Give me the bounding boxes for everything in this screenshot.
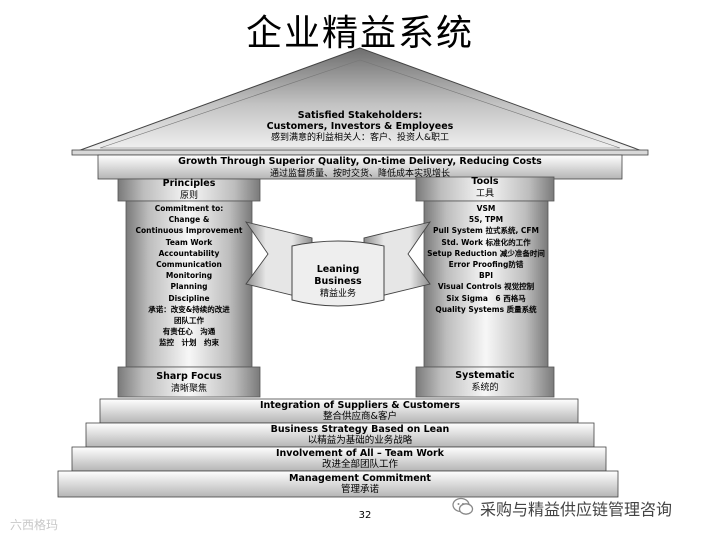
list-item: 承诺：改变&持续的改进	[148, 304, 230, 314]
page-title: 企业精益系统	[245, 13, 474, 54]
right-pillar-capital	[415, 176, 555, 202]
right-pillar-base-text: Systematic 系统的	[416, 370, 554, 394]
center-banner-zh: 精益业务	[319, 289, 356, 299]
banner-center	[291, 240, 385, 307]
roof-text: Satisfied Stakeholders: Customers, Inves…	[200, 110, 520, 144]
right-pillar-heading-zh: 工具	[475, 189, 494, 199]
list-item: Visual Controls 视觉控制	[437, 282, 535, 292]
left-pillar-base-en: Sharp Focus	[156, 371, 222, 382]
list-item: Planning	[170, 282, 208, 292]
list-item: 5S, TPM	[468, 215, 504, 225]
right-pillar-shaft	[423, 200, 549, 368]
watermark-left: 六西格玛	[10, 518, 59, 532]
right-pillar-heading-en: Tools	[471, 176, 499, 187]
list-item: Accountability	[158, 248, 220, 258]
list-item: Six Sigma 6 西格马	[446, 293, 526, 303]
list-item: Setup Reduction 减少准备时间	[427, 248, 545, 258]
step-4: Management Commitment 管理承诺	[0, 473, 720, 495]
beam-text-en: Growth Through Superior Quality, On-time…	[178, 156, 542, 167]
beam-text: Growth Through Superior Quality, On-time…	[100, 156, 620, 180]
step-1: Integration of Suppliers & Customers 整合供…	[0, 400, 720, 422]
watermark-right: 采购与精益供应链管理咨询	[480, 500, 673, 519]
step-3-en: Involvement of All – Team Work	[275, 448, 444, 459]
roof-text-en: Satisfied Stakeholders: Customers, Inves…	[266, 110, 454, 132]
left-pillar-heading-en: Principles	[162, 178, 216, 189]
step-4-en: Management Commitment	[289, 473, 431, 484]
page-number: 32	[358, 510, 372, 521]
list-item: Communication	[156, 260, 222, 270]
list-item: 团队工作	[174, 316, 204, 326]
step-2-en: Business Strategy Based on Lean	[270, 424, 450, 435]
center-banner-text: Leaning Business 精益业务	[292, 264, 384, 300]
list-item: Continuous Improvement	[135, 226, 243, 236]
list-item: Discipline	[168, 293, 210, 303]
list-item: Commitment to:	[154, 204, 224, 213]
beam-text-zh: 通过监督质量、按时交货、降低成本实现增长	[269, 169, 450, 179]
list-item: Team Work	[165, 237, 213, 247]
list-item: Quality Systems 质量系统	[435, 304, 537, 314]
step-1-zh: 整合供应商&客户	[323, 411, 397, 422]
list-item: 监控 计划 约束	[159, 338, 219, 348]
roof-inner	[99, 59, 621, 149]
step-3-zh: 改进全部团队工作	[321, 459, 398, 470]
left-pillar-base-text: Sharp Focus 清晰聚焦	[118, 371, 260, 395]
right-pillar-base-en: Systematic	[455, 370, 515, 381]
roof-text-zh: 感到满意的利益相关人：客户、投资人&职工	[270, 133, 450, 143]
list-item: Error Proofing防错	[448, 260, 524, 270]
list-item: BPI	[478, 271, 493, 281]
step-4-zh: 管理承诺	[340, 484, 379, 495]
list-item: Change &	[168, 215, 210, 225]
tools-list: VSM 5S, TPM Pull System 拉式系统, CFM Std. W…	[420, 203, 552, 315]
left-pillar-base	[117, 366, 261, 398]
wechat-icon	[452, 497, 474, 515]
list-item: Std. Work 标准化的工作	[441, 237, 531, 247]
beam-slab	[97, 154, 623, 180]
right-pillar-heading: Tools 工具	[416, 176, 554, 200]
step-1-en: Integration of Suppliers & Customers	[259, 400, 461, 411]
list-item: 有责任心 沟通	[162, 327, 216, 337]
step-slab-2	[85, 422, 595, 448]
list-item: Monitoring	[165, 271, 213, 281]
step-2-zh: 以精益为基础的业务战略	[307, 435, 413, 446]
step-slab-4	[57, 470, 619, 498]
step-2: Business Strategy Based on Lean 以精益为基础的业…	[0, 424, 720, 446]
step-slab-3	[71, 446, 607, 472]
step-slab-1	[99, 398, 579, 424]
center-banner-en: Leaning Business	[314, 264, 362, 287]
left-pillar-base-zh: 清晰聚焦	[170, 384, 207, 394]
step-3: Involvement of All – Team Work 改进全部团队工作	[0, 448, 720, 470]
right-pillar-base-zh: 系统的	[471, 383, 499, 393]
left-pillar-heading-zh: 原则	[179, 191, 198, 201]
left-pillar-heading: Principles 原则	[118, 178, 260, 202]
principles-list: Commitment to: Change & Continuous Impro…	[128, 203, 250, 349]
left-pillar-shaft	[125, 200, 253, 368]
list-item: VSM	[476, 204, 496, 213]
roof-eave	[71, 149, 649, 156]
list-item: Pull System 拉式系统, CFM	[433, 226, 539, 236]
right-pillar-base	[415, 366, 555, 398]
